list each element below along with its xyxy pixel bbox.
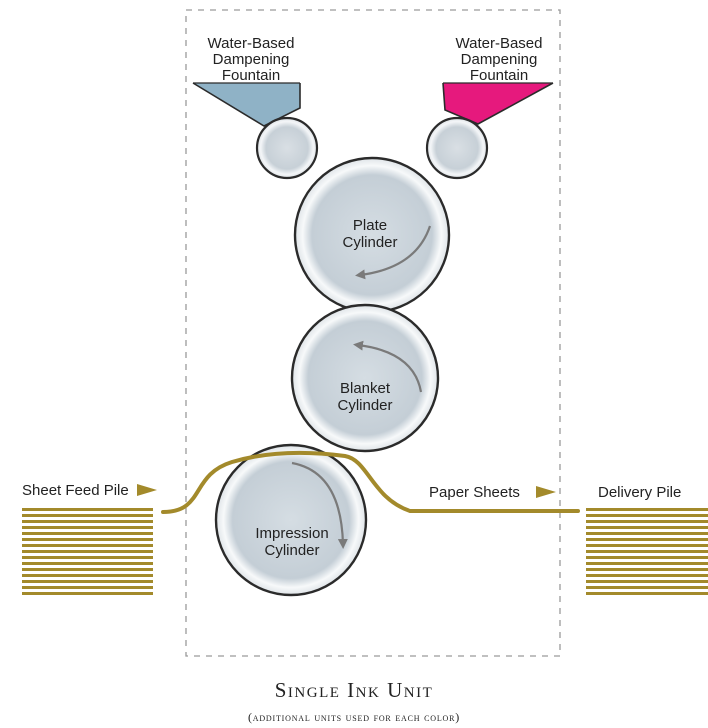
- right-fountain-label-line3: Fountain: [469, 67, 529, 84]
- feed-direction-arrow: [137, 484, 157, 496]
- left-fountain-label-line1: Water-Based: [207, 35, 295, 52]
- diagram-subtitle: (additional units used for each color): [247, 710, 461, 724]
- blanket-cylinder-label-line1: Blanket: [339, 380, 391, 397]
- blanket-cylinder: [290, 303, 440, 453]
- diagram-title: Single Ink Unit: [274, 678, 434, 702]
- ink-unit-frame: [185, 9, 561, 657]
- right-fountain-label-line1: Water-Based: [455, 35, 543, 52]
- paper-path: [161, 450, 580, 514]
- right-dampening-fountain: [442, 82, 554, 125]
- plate-cylinder-label-line2: Cylinder: [342, 234, 398, 251]
- left-dampening-roller: [255, 116, 319, 180]
- blanket-rotation-arrow: [353, 340, 423, 393]
- delivery-pile-label: Delivery Pile: [598, 484, 682, 501]
- sheet-feed-pile: [22, 508, 153, 595]
- impression-rotation-arrow: [291, 461, 348, 549]
- plate-rotation-arrow: [355, 225, 432, 280]
- impression-cylinder-label-line1: Impression: [255, 525, 329, 542]
- impression-cylinder: [214, 443, 368, 597]
- right-dampening-roller: [425, 116, 489, 180]
- paper-direction-arrow: [536, 486, 556, 498]
- sheet-feed-pile-label: Sheet Feed Pile: [22, 482, 129, 499]
- left-dampening-fountain: [192, 82, 301, 127]
- left-fountain-label-line2: Dampening: [212, 51, 290, 68]
- plate-cylinder-label-line1: Plate: [352, 217, 388, 234]
- blanket-cylinder-label-line2: Cylinder: [337, 397, 393, 414]
- right-fountain-label-line2: Dampening: [460, 51, 538, 68]
- impression-cylinder-label-line2: Cylinder: [264, 542, 320, 559]
- delivery-pile: [586, 508, 708, 595]
- paper-sheets-label: Paper Sheets: [429, 484, 520, 501]
- left-fountain-label-line3: Fountain: [221, 67, 281, 84]
